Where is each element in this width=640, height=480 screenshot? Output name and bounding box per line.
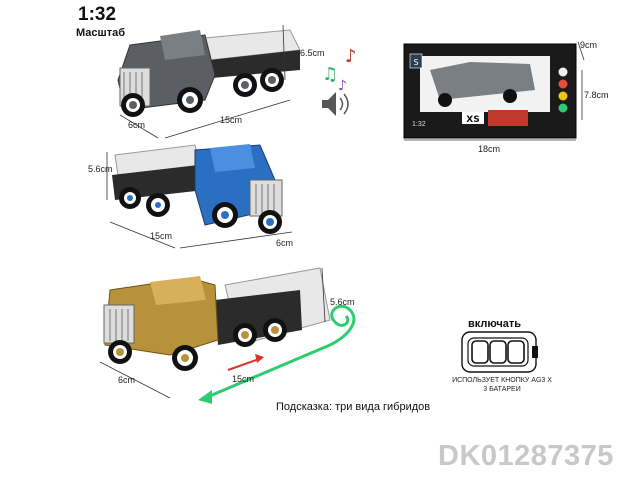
svg-text:XS: XS — [466, 115, 479, 125]
scale-ratio: 1:32 — [78, 4, 117, 25]
switch-note: ИСПОЛЬЗУЕТ КНОПКУ AG3 X 3 БАТАРЕИ — [452, 377, 552, 393]
scale-label: Масштаб — [76, 27, 126, 39]
dim-truck3-length: 15cm — [232, 374, 255, 384]
dim-truck2-width: 6cm — [276, 238, 294, 248]
package-box: S XS — [403, 43, 577, 139]
battery-compartment — [461, 331, 538, 373]
package-scale: 1:32 — [412, 121, 426, 128]
dim-truck1-length: 15cm — [220, 115, 243, 125]
truck-gray — [117, 29, 301, 117]
truck-blue — [112, 144, 283, 234]
dim-truck2-length: 15cm — [150, 231, 173, 241]
motion-arrow — [198, 304, 356, 404]
dim-truck3-height: 5.6cm — [330, 297, 355, 307]
watermark: DK01287375 — [438, 440, 614, 472]
truck-gold — [103, 267, 331, 371]
dimension-lines-1 — [119, 24, 291, 139]
svg-text:♫: ♫ — [322, 64, 338, 85]
dim-truck1-height: 6.5cm — [300, 48, 325, 58]
dimension-lines-2 — [106, 152, 293, 249]
dimension-lines-3 — [99, 267, 326, 399]
switch-title: включать — [468, 318, 522, 330]
package-dimension-lines — [404, 41, 585, 141]
music-notes-icon: ♪ ♫ ♪ — [322, 46, 357, 94]
dim-truck2-height: 5.6cm — [88, 164, 113, 174]
hint-text: Подсказка: три вида гибридов — [276, 401, 431, 413]
svg-text:♪: ♪ — [345, 46, 357, 67]
dim-package-width: 18cm — [478, 144, 501, 154]
dim-package-height: 9cm — [580, 40, 598, 50]
dim-package-depth: 7.8cm — [584, 90, 609, 100]
svg-text:S: S — [413, 58, 418, 67]
dim-truck1-width: 6cm — [128, 120, 146, 130]
svg-text:♪: ♪ — [338, 78, 347, 94]
dim-truck3-width: 6cm — [118, 375, 136, 385]
speaker-icon — [322, 92, 349, 116]
